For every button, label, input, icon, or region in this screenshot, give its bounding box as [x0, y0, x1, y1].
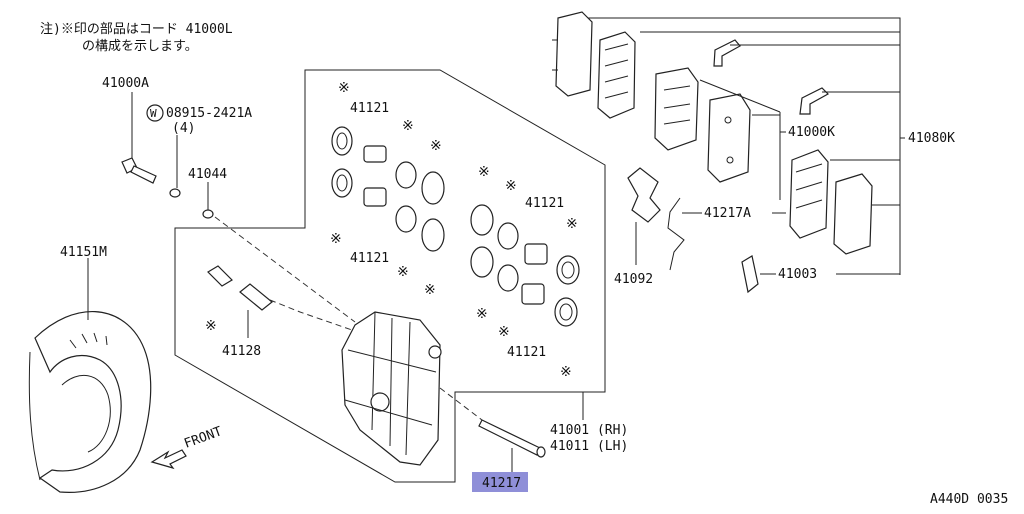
marker-star: ※ [566, 216, 578, 232]
dust-shield-part[interactable] [28, 311, 152, 493]
label-41011[interactable]: 41011 (LH) [550, 439, 628, 454]
seal-group-right[interactable] [470, 204, 580, 327]
pad-pin-part[interactable] [478, 419, 546, 458]
seal-group-upper[interactable] [331, 126, 445, 205]
leader-41080K [588, 17, 905, 275]
seal-group-lower[interactable] [331, 168, 445, 252]
marker-star: ※ [397, 264, 409, 280]
label-41217[interactable]: 41217 [482, 476, 521, 491]
marker-star: ※ [430, 138, 442, 154]
label-41003[interactable]: 41003 [778, 267, 817, 282]
label-41151M[interactable]: 41151M [60, 245, 107, 260]
label-41001[interactable]: 41001 (RH) [550, 423, 628, 438]
pad-shim-lower-part[interactable] [789, 149, 829, 239]
pad-shim-inner-part[interactable] [597, 31, 636, 119]
label-41217A[interactable]: 41217A [704, 206, 751, 221]
marker-star: ※ [338, 80, 350, 96]
diagram-code: A440D 0035 [930, 492, 1008, 507]
washer-symbol-text: W [150, 107, 157, 120]
marker-star: ※ [330, 231, 342, 247]
marker-star: ※ [505, 178, 517, 194]
label-41092[interactable]: 41092 [614, 272, 653, 287]
label-41121-left[interactable]: 41121 [350, 251, 389, 266]
clip-upper-part[interactable] [713, 39, 741, 67]
bleeder-screw-part[interactable] [239, 283, 273, 311]
note-line-2: の構成を示します。 [82, 39, 198, 54]
label-08915-qty: (4) [172, 121, 195, 136]
highlight-41217 [472, 472, 528, 492]
front-arrow-icon [150, 449, 187, 470]
pad-spring-part[interactable] [627, 167, 661, 223]
mounting-bolt-part[interactable] [121, 157, 157, 184]
label-41044[interactable]: 41044 [188, 167, 227, 182]
label-41000A[interactable]: 41000A [102, 76, 149, 91]
label-41121-right[interactable]: 41121 [525, 196, 564, 211]
marker-star: ※ [476, 306, 488, 322]
assembly-line-bleeder [269, 299, 353, 331]
marker-star: ※ [478, 164, 490, 180]
clip-lower-part[interactable] [799, 87, 829, 115]
label-41080K[interactable]: 41080K [908, 131, 955, 146]
label-41121-top[interactable]: 41121 [350, 101, 389, 116]
front-label: FRONT [182, 424, 224, 452]
marker-star: ※ [498, 324, 510, 340]
brake-pad-outer-part[interactable] [654, 67, 699, 151]
assembly-line-top [214, 216, 356, 323]
bleeder-cap-part[interactable] [207, 265, 233, 287]
marker-star: ※ [402, 118, 414, 134]
retainer-spring-part[interactable] [667, 197, 685, 271]
label-41121-bottom[interactable]: 41121 [507, 345, 546, 360]
label-41128[interactable]: 41128 [222, 344, 261, 359]
caliper-body-part[interactable] [341, 311, 442, 466]
label-41000K[interactable]: 41000K [788, 125, 835, 140]
pad-shim-outer-part[interactable] [552, 11, 593, 97]
caliper-boundary [174, 69, 606, 483]
marker-star: ※ [205, 318, 217, 334]
marker-star: ※ [560, 364, 572, 380]
brake-pad-inner-part[interactable] [707, 93, 751, 183]
washer-symbol-icon [146, 104, 164, 122]
wear-indicator-part[interactable] [741, 255, 759, 294]
assembly-line-pin [439, 387, 483, 421]
spacer-part[interactable] [202, 209, 214, 219]
leader-41000K [699, 79, 786, 200]
marker-star: ※ [424, 282, 436, 298]
washer-part[interactable] [169, 188, 181, 198]
label-08915[interactable]: 08915-2421A [166, 106, 252, 121]
note-line-1: 注)※印の部品はコード 41000L [40, 22, 233, 37]
pad-shim-lower-outer-part[interactable] [833, 173, 873, 255]
